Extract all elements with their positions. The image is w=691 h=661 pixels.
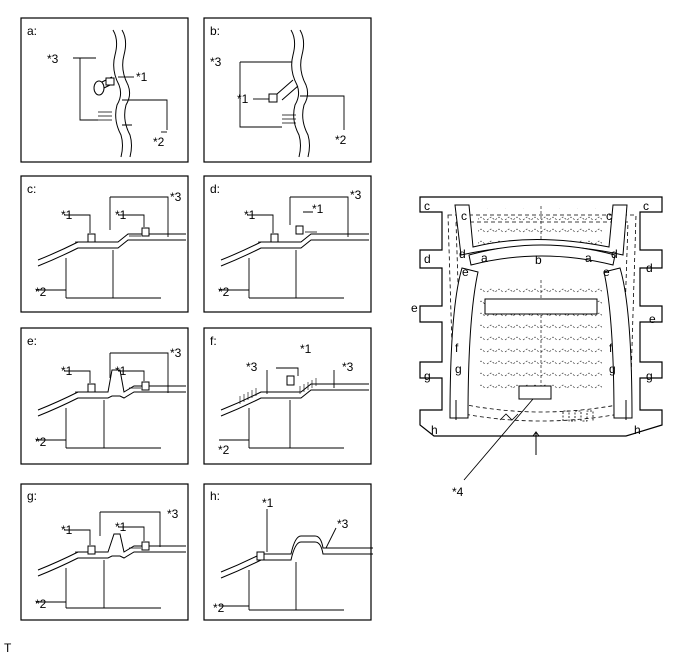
seat-label-f-left: f [455,341,459,355]
panel-b: b: [203,17,372,163]
seat-label-e-right-inner: e [603,265,610,279]
callout-e-1b: *1 [115,364,127,378]
panel-h: h: [203,483,373,621]
callout-d-1b: *1 [312,202,324,216]
panel-c: c: [20,175,189,313]
callout-b-3: *3 [210,55,222,69]
seat-back-diagram: c c c c d d d d a b a e e e e f f g g g … [411,196,663,481]
panel-h-label: h: [210,489,220,503]
callout-g-3: *3 [167,507,179,521]
callout-4: *4 [452,485,464,499]
callout-f-3b: *3 [342,360,354,374]
callout-h-2: *2 [213,601,225,615]
callout-b-2: *2 [335,133,347,147]
seat-label-f-right: f [609,341,613,355]
callout-c-1a: *1 [61,208,73,222]
callout-a-2: *2 [153,135,165,149]
callout-d-1a: *1 [244,208,256,222]
seat-label-e-right-outer: e [649,312,656,326]
panel-d: d: [203,175,372,313]
callout-e-1a: *1 [61,364,73,378]
callout-h-1: *1 [262,496,274,510]
callout-c-1b: *1 [115,208,127,222]
panel-c-label: c: [27,182,36,196]
callout-f-2: *2 [218,443,230,457]
seat-letter-labels: c c c c d d d d a b a e e e e f f g g g … [411,199,656,437]
panel-f-label: f: [210,334,217,348]
panel-f: f: [203,327,372,465]
callout-g-1a: *1 [61,523,73,537]
seat-label-d-left-outer: d [424,252,431,266]
seat-label-g-right-inner: g [609,362,616,376]
figure-code: T [4,641,12,655]
seat-label-h-left: h [431,423,438,437]
panel-e-label: e: [27,334,37,348]
callout-f-1: *1 [300,342,312,356]
seat-label-g-right-outer: g [646,369,653,383]
seat-label-d-right-outer: d [646,261,653,275]
panel-g-label: g: [27,489,37,503]
callout-e-3: *3 [170,346,182,360]
seat-label-c-right-inner: c [606,209,612,223]
callout-c-3: *3 [170,190,182,204]
seat-label-d-right-inner: d [611,247,618,261]
panel-g: g: [20,483,189,621]
seat-label-e-left-outer: e [411,301,418,315]
seat-label-g-left-outer: g [424,369,431,383]
callout-d-2: *2 [218,285,230,299]
seat-label-b: b [535,253,542,267]
seat-label-h-right: h [634,423,641,437]
seat-label-g-left-inner: g [455,362,462,376]
callout-g-2: *2 [35,597,47,611]
callout-a-1: *1 [136,70,148,84]
panel-a-label: a: [27,24,37,38]
panel-d-label: d: [210,182,220,196]
callout-f-3a: *3 [246,360,258,374]
callout-d-3: *3 [350,188,362,202]
seat-label-c-left-outer: c [424,199,430,213]
panel-a: a: [20,17,189,163]
panel-b-label: b: [210,24,220,38]
callout-c-2: *2 [35,285,47,299]
callout-e-2: *2 [35,435,47,449]
seat-label-c-right-outer: c [643,199,649,213]
panel-e: e: [20,327,189,465]
seat-label-a-left: a [481,251,488,265]
callout-a-3: *3 [47,52,59,66]
seat-label-a-right: a [585,251,592,265]
seat-label-d-left-inner: d [459,247,466,261]
callout-g-1b: *1 [115,520,127,534]
seat-label-e-left-inner: e [462,265,469,279]
callout-h-3: *3 [337,517,349,531]
callout-b-1: *1 [237,92,249,106]
seat-label-c-left-inner: c [461,209,467,223]
